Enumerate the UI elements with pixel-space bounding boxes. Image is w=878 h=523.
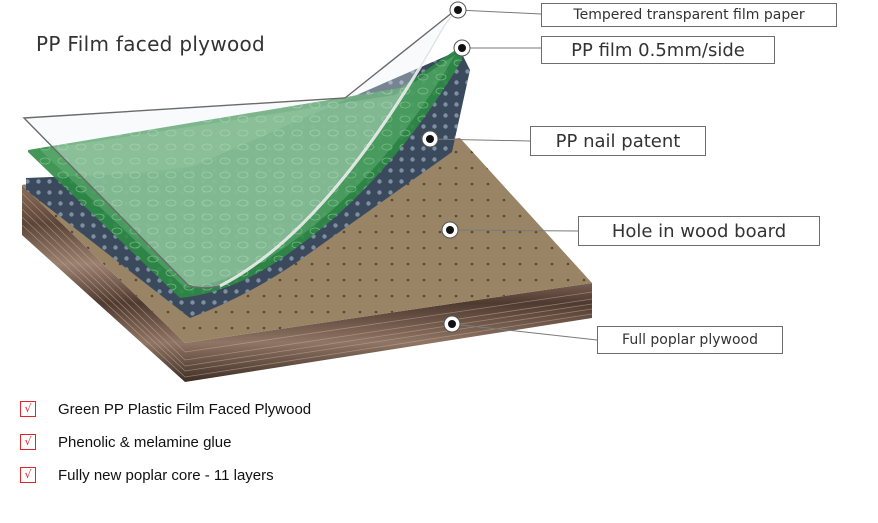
callout-hole-in-wood-board: Hole in wood board bbox=[578, 216, 820, 246]
marker-tempered bbox=[449, 1, 467, 19]
checkbox-icon: √ bbox=[20, 401, 36, 417]
callout-tempered-film: Tempered transparent film paper bbox=[541, 3, 837, 27]
callout-full-poplar-plywood: Full poplar plywood bbox=[597, 326, 783, 354]
checkbox-icon: √ bbox=[20, 467, 36, 483]
callout-markers bbox=[421, 1, 471, 333]
feature-label: Fully new poplar core - 11 layers bbox=[58, 466, 274, 484]
feature-label: Green PP Plastic Film Faced Plywood bbox=[58, 400, 312, 418]
feature-label: Phenolic & melamine glue bbox=[58, 433, 232, 451]
marker-pp-film bbox=[453, 39, 471, 57]
callout-pp-film: PP film 0.5mm/side bbox=[541, 36, 775, 64]
marker-nail bbox=[421, 130, 439, 148]
marker-hole bbox=[441, 221, 459, 239]
feature-item: √ Fully new poplar core - 11 layers bbox=[20, 464, 311, 486]
feature-list: √ Green PP Plastic Film Faced Plywood √ … bbox=[20, 398, 311, 497]
pp-film-layer bbox=[28, 44, 464, 298]
diagram-title: PP Film faced plywood bbox=[36, 32, 266, 56]
transparent-film-layer bbox=[22, 7, 460, 289]
feature-item: √ Phenolic & melamine glue bbox=[20, 431, 311, 453]
checkbox-icon: √ bbox=[20, 434, 36, 450]
marker-plywood bbox=[443, 315, 461, 333]
leader-lines bbox=[429, 9, 598, 341]
callout-pp-nail-patent: PP nail patent bbox=[530, 126, 706, 156]
feature-item: √ Green PP Plastic Film Faced Plywood bbox=[20, 398, 311, 420]
